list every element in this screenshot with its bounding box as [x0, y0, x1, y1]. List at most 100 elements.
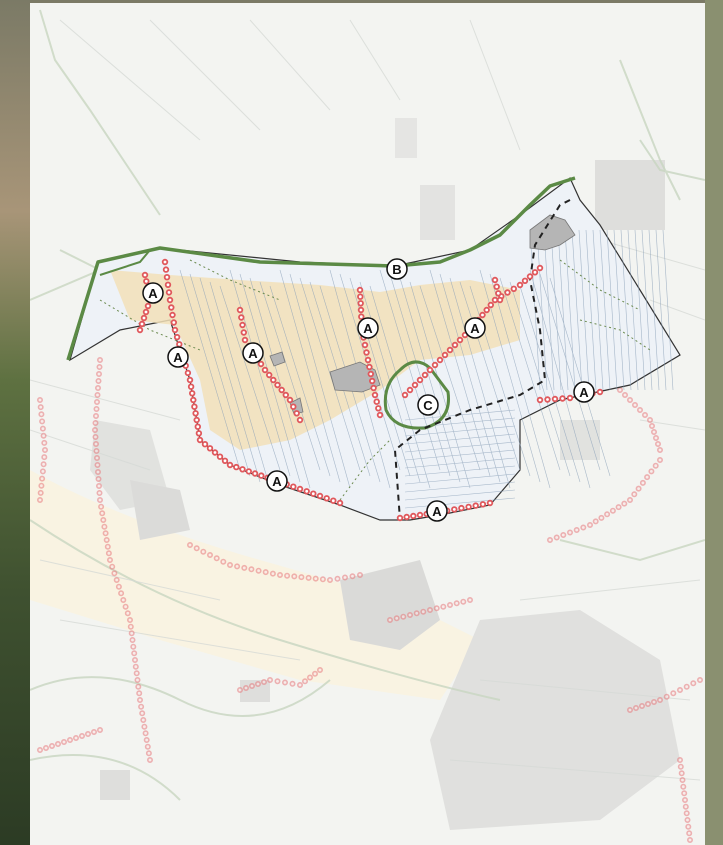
route-dot: [233, 463, 240, 471]
faded-route-dot: [39, 418, 46, 425]
route-dot: [187, 383, 195, 390]
marker-a[interactable]: A: [167, 346, 189, 368]
parcel-line: [299, 277, 361, 471]
route-dot: [140, 314, 148, 322]
route-dot: [238, 314, 245, 321]
faded-route-dot: [94, 391, 101, 398]
faded-route-dot: [136, 690, 143, 697]
parcel-line: [404, 457, 516, 469]
parcel-line: [259, 281, 321, 471]
map-canvas[interactable]: A A A A A A A A B C: [30, 3, 705, 845]
faded-route-dot: [131, 650, 138, 657]
marker-label: A: [148, 286, 158, 301]
faded-route-dot: [546, 536, 553, 543]
parcel-line: [655, 229, 667, 391]
route-dot: [416, 376, 424, 384]
faded-route-dot: [73, 734, 80, 741]
marker-c[interactable]: C: [417, 394, 439, 416]
parcel-line: [585, 229, 597, 391]
faded-route-dot: [639, 479, 646, 486]
marker-a[interactable]: A: [142, 282, 164, 304]
marker-a[interactable]: A: [573, 381, 595, 403]
faded-route-dot: [41, 439, 48, 446]
faded-route-dot: [200, 548, 207, 555]
faded-route-dot: [95, 384, 102, 391]
faded-route-dot: [560, 531, 567, 538]
map-panel[interactable]: A A A A A A A A B C: [30, 3, 705, 845]
route-dot: [138, 320, 146, 328]
parcel-line: [404, 425, 516, 437]
faded-route-dot: [312, 575, 319, 582]
faded-route-dot: [127, 616, 134, 623]
marker-a[interactable]: A: [426, 500, 448, 522]
faded-route-dot: [656, 696, 663, 703]
route-markers[interactable]: A A A A A A A A B C: [142, 258, 595, 522]
faded-route-dot: [39, 425, 46, 432]
faded-route-dot: [97, 496, 104, 503]
faded-route-dot: [420, 608, 427, 615]
faded-route-dot: [393, 615, 400, 622]
faded-route-dot: [39, 468, 46, 475]
faded-route-dot: [648, 468, 655, 475]
route-dot: [358, 313, 365, 320]
faded-route-dot: [276, 571, 283, 578]
faded-route-dot: [40, 432, 47, 439]
faded-route-dot: [274, 678, 281, 685]
parcel-line: [627, 229, 639, 391]
faded-routes: [36, 356, 703, 843]
route-dot: [168, 304, 175, 311]
route-dot: [421, 371, 429, 379]
marker-b[interactable]: B: [386, 258, 408, 280]
route-dot: [171, 326, 179, 334]
faded-route-dot: [96, 489, 103, 496]
route-dot: [226, 461, 234, 469]
faded-route-dot: [93, 405, 100, 412]
faded-route-dot: [135, 683, 142, 690]
faded-route-dot: [635, 485, 642, 492]
faded-route-dot: [104, 543, 111, 550]
parcel-line: [404, 489, 516, 501]
faded-route-dot: [48, 742, 55, 749]
faded-route-dot: [604, 511, 611, 518]
faded-route-dot: [95, 377, 102, 384]
faded-route-dot: [93, 440, 100, 447]
marker-a[interactable]: A: [242, 342, 264, 364]
route-dot: [261, 366, 269, 374]
faded-route-dot: [670, 690, 677, 697]
faded-route-dot: [41, 446, 48, 453]
parcel-line: [209, 281, 271, 489]
faded-route-dot: [127, 623, 134, 630]
faded-route-dot: [139, 710, 146, 717]
marker-a[interactable]: A: [464, 317, 486, 339]
route-dot: [165, 289, 173, 296]
faded-route-dot: [111, 570, 118, 577]
faded-route-dot: [124, 610, 131, 617]
faded-route-dot: [94, 454, 101, 461]
faded-route-dot: [615, 504, 622, 511]
route-dot: [330, 497, 337, 504]
marker-circle: [242, 342, 264, 364]
route-dot: [162, 266, 170, 273]
route-dot: [206, 445, 214, 452]
faded-route-dot: [42, 744, 49, 751]
route-dot: [406, 386, 414, 394]
faded-route-dot: [650, 428, 657, 435]
faded-route-dot: [684, 816, 691, 823]
marker-a[interactable]: A: [357, 317, 379, 339]
faded-route-dot: [255, 680, 262, 687]
route-dot: [361, 341, 369, 349]
faded-route-dot: [648, 422, 655, 429]
faded-route-dot: [296, 681, 303, 688]
route-dot: [487, 301, 494, 309]
route-dot: [483, 306, 490, 314]
faded-route-dot: [638, 702, 645, 709]
green-boundary: [66, 176, 576, 361]
route-dot: [426, 366, 434, 374]
route-dot: [216, 453, 224, 460]
parcel-line: [539, 273, 601, 471]
route-dot: [286, 396, 294, 404]
route-dot: [451, 341, 459, 349]
marker-a[interactable]: A: [266, 470, 288, 492]
marker-label: A: [272, 474, 282, 489]
parcel-line: [519, 285, 581, 483]
